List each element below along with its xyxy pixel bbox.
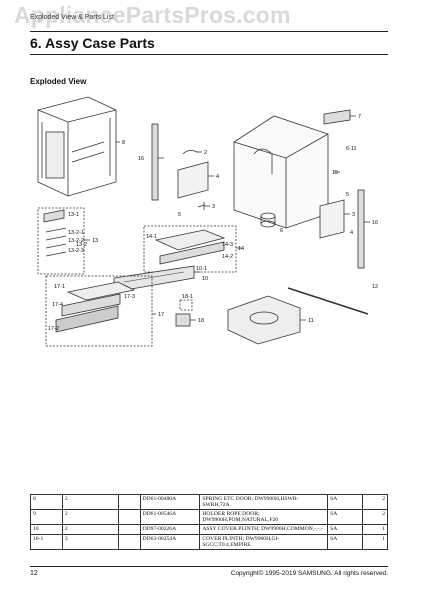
callout-label: 2 bbox=[204, 150, 207, 156]
callout-label: 13-2-1 bbox=[68, 230, 84, 236]
callout-labels: 8 2 16 4 3 5 7 6-11 15 3 4 6 5 16 13-1 1… bbox=[48, 114, 378, 332]
callout-label: 5 bbox=[346, 192, 349, 198]
callout-label: 6 bbox=[280, 228, 283, 234]
page-number: 12 bbox=[30, 570, 38, 577]
callout-label: 10 bbox=[202, 276, 208, 282]
table-row: 8 2 DD61-00480A SPRING ETC DOOR; DW9900H… bbox=[30, 494, 388, 510]
callout-label: 11 bbox=[308, 318, 314, 324]
part-code: DD61-00546A bbox=[139, 509, 201, 525]
exploded-view-diagram: 8 2 16 4 3 5 7 6-11 15 3 4 6 5 16 13-1 1… bbox=[28, 92, 396, 446]
part-sa: SA bbox=[327, 509, 364, 525]
part-description: HOLDER ROPE DOOR; DW9900H,POM,NATURAL,F2… bbox=[199, 509, 329, 525]
exploded-view-drawing: 8 2 16 4 3 5 7 6-11 15 3 4 6 5 16 13-1 1… bbox=[37, 96, 378, 347]
part-ref: 9 bbox=[30, 509, 63, 525]
table-row: 9 2 DD61-00546A HOLDER ROPE DOOR; DW9900… bbox=[30, 509, 388, 525]
callout-label: 18 bbox=[198, 318, 204, 324]
part-description: SPRING ETC DOOR; DW9900H,HSWR-SWRH,72A bbox=[199, 494, 329, 510]
callout-label: 4 bbox=[216, 174, 219, 180]
part-qty: 2 bbox=[61, 494, 119, 510]
table-row: 10 2 DD97-00226A ASSY COVER PLINTH; DW99… bbox=[30, 524, 388, 535]
callout-label: 4 bbox=[350, 230, 353, 236]
callout-label: 16 bbox=[372, 220, 378, 226]
part-sa: SA bbox=[327, 534, 364, 550]
part-count: 1 bbox=[362, 524, 388, 535]
header-rule-bottom bbox=[30, 54, 388, 55]
part-count: 1 bbox=[362, 534, 388, 550]
blank-cell bbox=[117, 509, 141, 525]
callout-label: 13-2 bbox=[76, 242, 87, 248]
callout-label: 18-1 bbox=[182, 294, 193, 300]
callout-label: 14 bbox=[238, 246, 244, 252]
callout-label: 5 bbox=[178, 212, 181, 218]
exploded-view-heading: Exploded View bbox=[30, 77, 87, 86]
callout-label: 7 bbox=[358, 114, 361, 120]
blank-cell bbox=[117, 534, 141, 550]
callout-label: 16 bbox=[138, 156, 144, 162]
callout-label: 17-3 bbox=[124, 294, 135, 300]
callout-label: 14-1 bbox=[146, 234, 157, 240]
part-ref: 8 bbox=[30, 494, 63, 510]
part-ref: 10 bbox=[30, 524, 63, 535]
part-code: DD97-00226A bbox=[139, 524, 201, 535]
part-sa: SA bbox=[327, 494, 364, 510]
footer-rule bbox=[30, 566, 388, 567]
part-qty: 2 bbox=[61, 524, 119, 535]
part-description: COVER PLINTH; DW9900H,GI-SGCC,T0.4,EMPIR… bbox=[199, 534, 329, 550]
callout-label: 17-1 bbox=[54, 284, 65, 290]
callout-label: 12 bbox=[372, 284, 378, 290]
copyright: Copyright© 1995-2019 SAMSUNG. All rights… bbox=[230, 570, 388, 577]
callout-label: 3 bbox=[352, 212, 355, 218]
callout-label: 3 bbox=[212, 204, 215, 210]
part-code: DD63-00254A bbox=[139, 534, 201, 550]
callout-label: 10-1 bbox=[196, 266, 207, 272]
callout-label: 15 bbox=[332, 170, 338, 176]
table-row: 10-1 3 DD63-00254A COVER PLINTH; DW9900H… bbox=[30, 534, 388, 550]
callout-label: 17-4 bbox=[52, 302, 63, 308]
watermark: AppliancePartsPros.com bbox=[14, 2, 291, 28]
callout-label: 13-1 bbox=[68, 212, 79, 218]
part-qty: 2 bbox=[61, 509, 119, 525]
part-qty: 3 bbox=[61, 534, 119, 550]
part-description: ASSY COVER PLINTH; DW9900H,COMMON,-,-,- bbox=[199, 524, 329, 535]
callout-label: 13-2-3 bbox=[68, 248, 84, 254]
callout-label: 14-3 bbox=[222, 242, 233, 248]
part-count: 2 bbox=[362, 509, 388, 525]
part-code: DD61-00480A bbox=[139, 494, 201, 510]
callout-label: 8 bbox=[122, 140, 125, 146]
parts-table: 8 2 DD61-00480A SPRING ETC DOOR; DW9900H… bbox=[30, 494, 388, 550]
breadcrumb: Exploded View & Parts List bbox=[30, 14, 114, 21]
part-ref: 10-1 bbox=[30, 534, 63, 550]
callout-label: 17-2 bbox=[48, 326, 59, 332]
part-count: 2 bbox=[362, 494, 388, 510]
callout-label: 13 bbox=[92, 238, 98, 244]
callout-label: 6-11 bbox=[346, 146, 357, 152]
callout-label: 13-2-2 bbox=[68, 238, 84, 244]
blank-cell bbox=[117, 494, 141, 510]
callout-label: 17 bbox=[158, 312, 164, 318]
section-title: 6. Assy Case Parts bbox=[30, 35, 155, 51]
part-sa: SA bbox=[327, 524, 364, 535]
blank-cell bbox=[117, 524, 141, 535]
header-rule-top bbox=[30, 31, 388, 32]
callout-label: 14-2 bbox=[222, 254, 233, 260]
